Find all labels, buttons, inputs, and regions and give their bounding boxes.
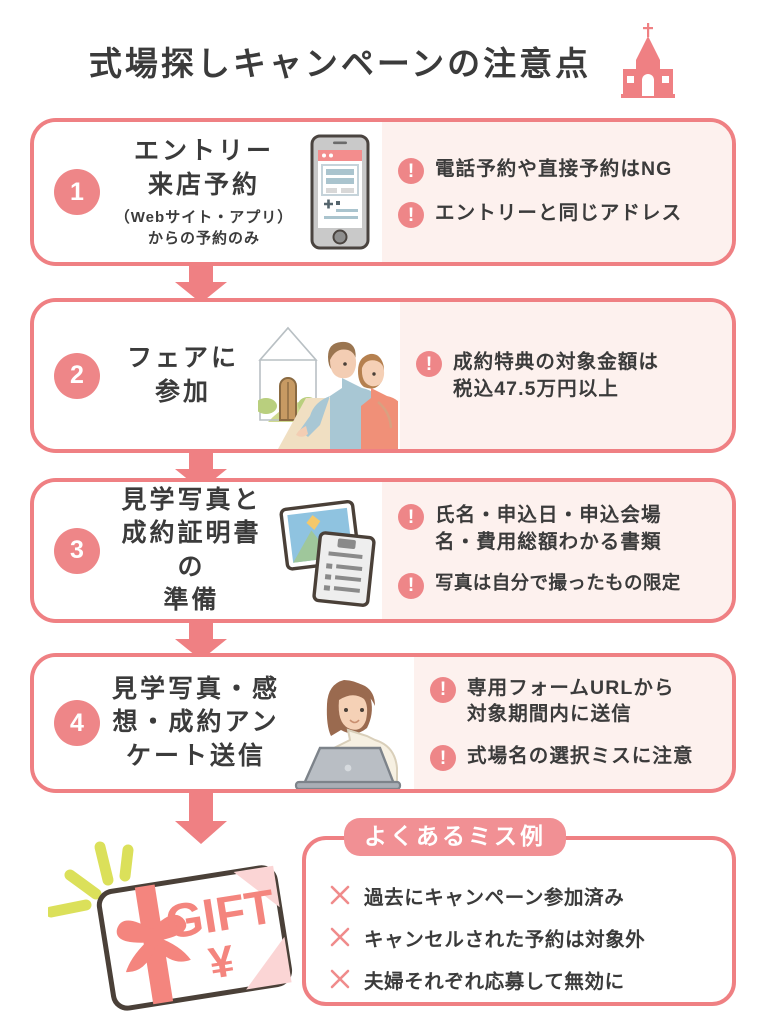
step-3-notes: ! 氏名・申込日・申込会場 名・費用総額わかる書類 ! 写真は自分で撮ったもの限… [382,482,732,619]
step-1-text: エントリー 来店予約 （Webサイト・アプリ） からの予約のみ [108,135,300,249]
cross-icon [330,969,350,989]
step-3-left: 3 見学写真と 成約証明書の 準備 [34,482,382,619]
note-text: 専用フォームURLから 対象期間内に送信 [467,676,675,725]
cross-icon [330,885,350,905]
mistake-text: キャンセルされた予約は対象外 [364,928,646,951]
note-item: ! 電話予約や直接予約はNG [398,156,718,184]
step-4-text: 見学写真・感 想・成約アン ケート送信 [108,673,284,774]
note-item: ! 氏名・申込日・申込会場 名・費用総額わかる書類 [398,502,718,555]
exclamation-icon: ! [398,202,424,228]
church-icon [621,23,676,98]
mistake-item: 夫婦それぞれ応募して無効に [328,960,724,998]
step-2-notes: ! 成約特典の対象金額は 税込47.5万円以上 [400,302,732,449]
step-card-3: 3 見学写真と 成約証明書の 準備 [30,478,736,623]
woman-with-laptop-illustration [284,657,412,789]
common-mistakes-panel: よくあるミス例 過去にキャンペーン参加済み キャンセルされた予約は対象外 夫婦そ… [302,818,736,1006]
header: 式場探しキャンペーンの注意点 [0,18,768,104]
exclamation-icon: ! [430,676,456,703]
exclamation-icon: ! [398,572,424,599]
note-text: エントリーと同じアドレス [435,202,683,224]
note-item: ! エントリーと同じアドレス [398,200,718,228]
note-item: ! 成約特典の対象金額は 税込47.5万円以上 [416,349,718,402]
smartphone-icon [310,134,370,250]
step-1-left: 1 エントリー 来店予約 （Webサイト・アプリ） からの予約のみ [34,122,382,262]
note-item: ! 写真は自分で撮ったもの限定 [398,571,718,599]
note-item: ! 専用フォームURLから 対象期間内に送信 [430,675,718,728]
step-4-notes: ! 専用フォームURLから 対象期間内に送信 ! 式場名の選択ミスに注意 [414,657,732,789]
step-2-left: 2 フェアに 参加 [34,302,400,449]
mistakes-badge: よくあるミス例 [344,818,566,856]
couple-at-chapel-illustration [258,302,398,449]
step-number-3: 3 [54,527,100,574]
sparkle-lines [48,841,134,918]
step-number-1: 1 [54,169,100,215]
exclamation-icon: ! [398,504,424,531]
exclamation-icon: ! [430,745,456,772]
step-number-2: 2 [54,352,100,399]
step-1-notes: ! 電話予約や直接予約はNG ! エントリーと同じアドレス [382,122,732,262]
step-3-text: 見学写真と 成約証明書の 準備 [108,484,275,618]
note-text: 電話予約や直接予約はNG [435,158,673,180]
step-4-left: 4 見学写真・感 想・成約アン ケート送信 [34,657,414,789]
step-title-3: 見学写真と 成約証明書の 準備 [121,485,262,615]
mistake-item: キャンセルされた予約は対象外 [328,918,724,956]
note-text: 成約特典の対象金額は 税込47.5万円以上 [453,351,660,400]
step-subtitle-1: （Webサイト・アプリ） からの予約のみ [114,209,294,247]
step-title-1: エントリー 来店予約 [133,137,274,199]
exclamation-icon: ! [398,158,424,184]
note-text: 写真は自分で撮ったもの限定 [435,571,681,593]
step-2-text: フェアに 参加 [108,342,258,409]
step-card-2: 2 フェアに 参加 [30,298,736,453]
step-title-4: 見学写真・感 想・成約アン ケート送信 [111,674,280,770]
note-text: 式場名の選択ミスに注意 [467,745,694,768]
mistake-text: 夫婦それぞれ応募して無効に [364,970,625,993]
page-title: 式場探しキャンペーンの注意点 [88,45,592,82]
step-title-2: フェアに 参加 [126,344,239,406]
connector-arrow-2-to-3 [175,453,227,490]
note-text: 氏名・申込日・申込会場 名・費用総額わかる書類 [435,504,662,553]
mistake-item: 過去にキャンペーン参加済み [328,876,724,914]
mistake-text: 過去にキャンペーン参加済み [364,886,625,909]
step-card-1: 1 エントリー 来店予約 （Webサイト・アプリ） からの予約のみ [30,118,736,266]
exclamation-icon: ! [416,351,442,378]
connector-arrow-3-to-4 [175,623,227,660]
connector-arrow-1-to-2 [175,266,227,303]
gift-card-illustration: GIFT ¥ [48,841,293,1011]
step-number-4: 4 [54,700,100,746]
step-card-4: 4 見学写真・感 想・成約アン ケート送信 [30,653,736,793]
cross-icon [330,927,350,947]
photo-and-document-icon [279,499,376,607]
connector-arrow-to-gift [175,793,227,844]
note-item: ! 式場名の選択ミスに注意 [430,743,718,772]
